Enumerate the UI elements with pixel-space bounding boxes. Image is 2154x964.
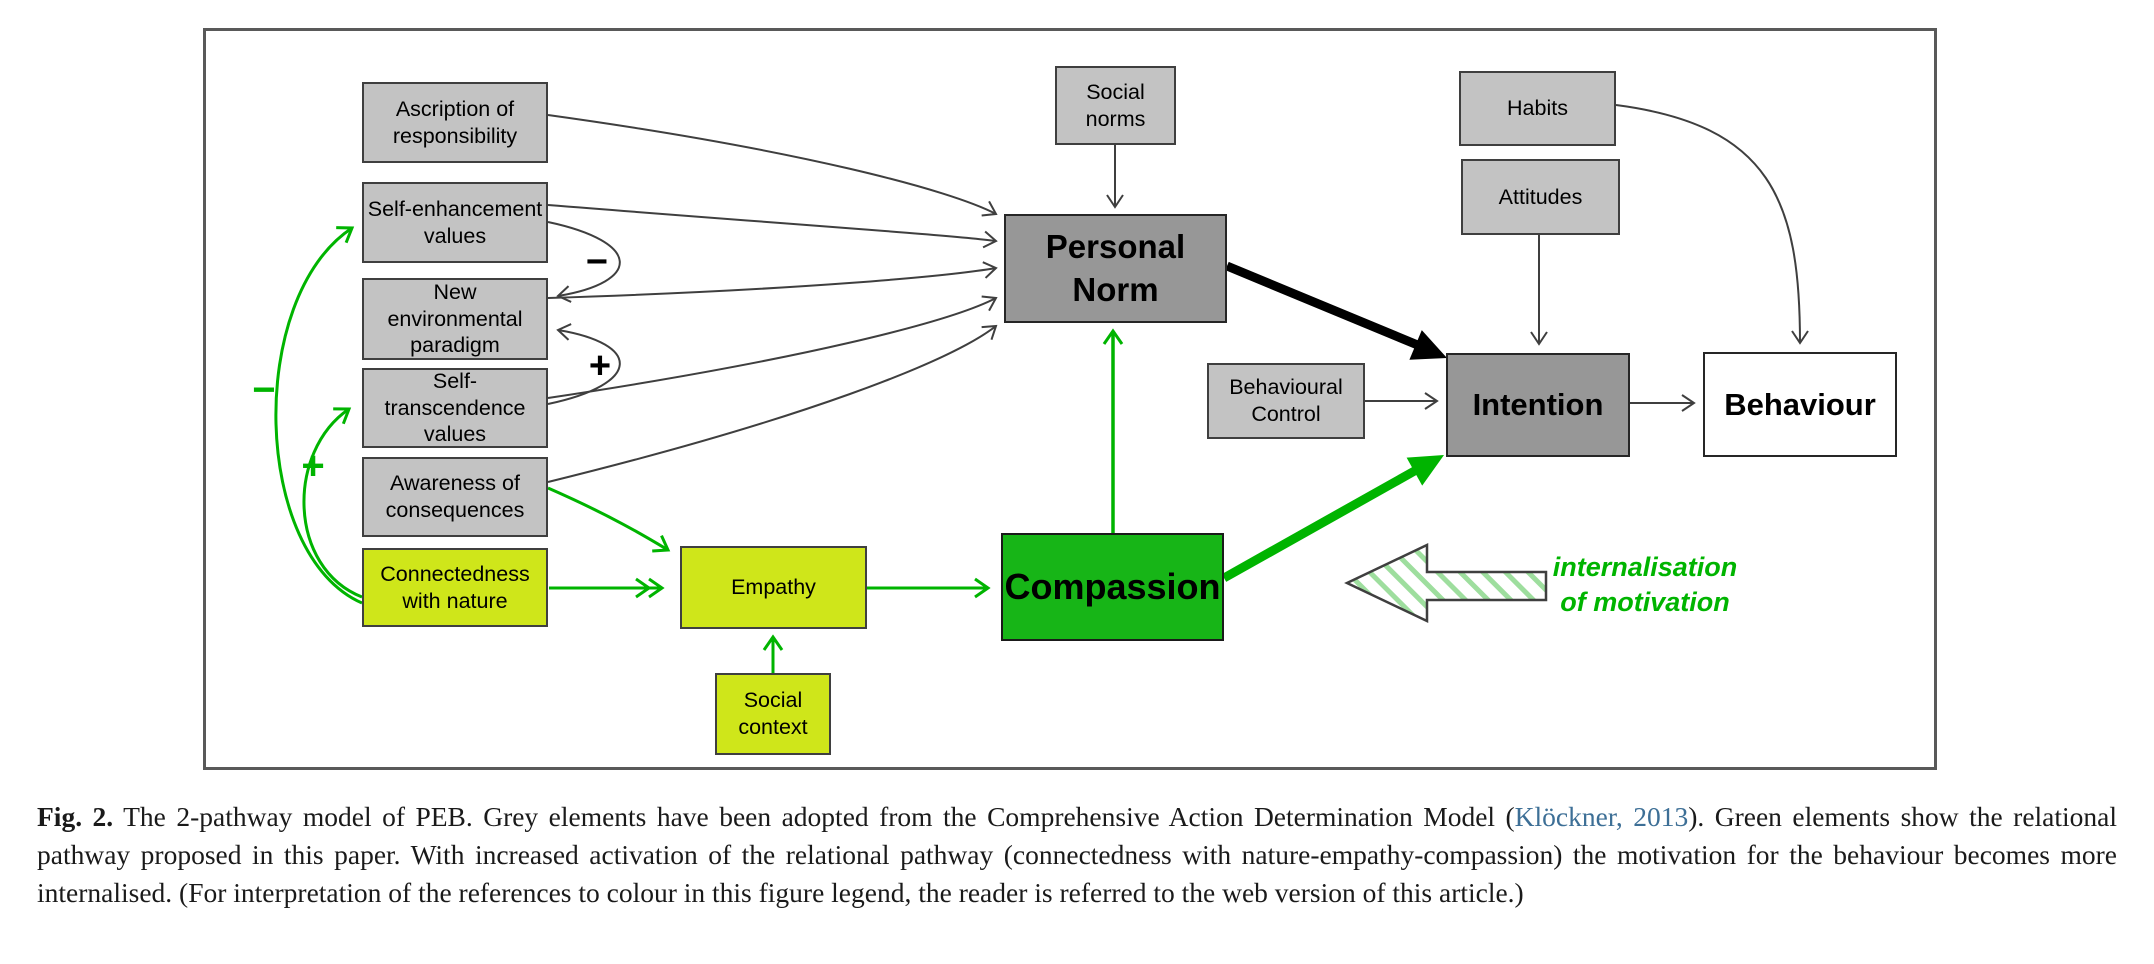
box-social-norms: Social norms	[1055, 66, 1176, 145]
box-self-transcendence-values: Self- transcendence values	[362, 368, 548, 448]
minus-sign-connectedness-self-enhancement: −	[252, 368, 276, 412]
box-new-environmental-paradigm: New environmental paradigm	[362, 278, 548, 360]
internalisation-of-motivation-label: internalisation of motivation	[1552, 552, 1738, 618]
box-connectedness-with-nature: Connectedness with nature	[362, 548, 548, 627]
box-intention: Intention	[1446, 353, 1630, 457]
figure-number: Fig. 2.	[37, 801, 114, 832]
box-social-context: Social context	[715, 673, 831, 755]
box-attitudes: Attitudes	[1461, 159, 1620, 235]
plus-sign-self-transcendence-nep: +	[588, 345, 612, 387]
caption-text-after-link: ). Green elements show the relational pa…	[37, 801, 2117, 908]
caption-text-before-link: The 2-pathway model of PEB. Grey element…	[113, 801, 1515, 832]
plus-sign-connectedness-self-transcendence: +	[301, 444, 325, 488]
figure-caption: Fig. 2. The 2-pathway model of PEB. Grey…	[37, 798, 2117, 912]
box-behavioural-control: Behavioural Control	[1207, 363, 1365, 439]
citation-link-klockner-2013[interactable]: Klöckner, 2013	[1514, 801, 1689, 832]
box-compassion: Compassion	[1001, 533, 1224, 641]
box-empathy: Empathy	[680, 546, 867, 629]
box-self-enhancement-values: Self-enhancement values	[362, 182, 548, 263]
box-personal-norm: Personal Norm	[1004, 214, 1227, 323]
minus-sign-self-enhancement-nep: −	[585, 241, 609, 283]
box-habits: Habits	[1459, 71, 1616, 146]
box-ascription-of-responsibility: Ascription of responsibility	[362, 82, 548, 163]
box-behaviour: Behaviour	[1703, 352, 1897, 457]
box-awareness-of-consequences: Awareness of consequences	[362, 457, 548, 537]
